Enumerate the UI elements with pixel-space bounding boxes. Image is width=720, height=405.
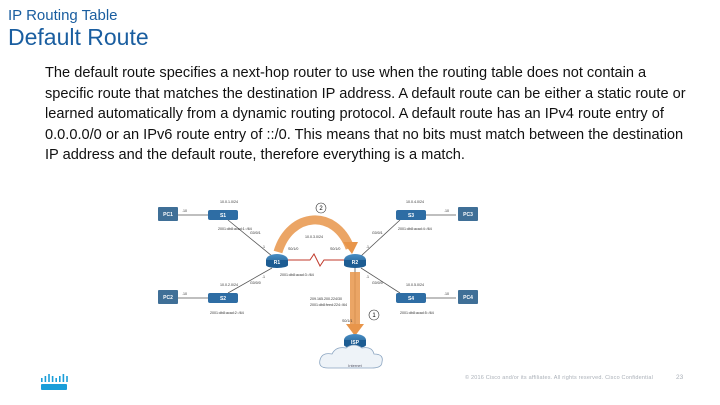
intf-label: S0/1/0	[288, 247, 298, 251]
v6-label: 2001:db8:acad:5::/64	[400, 311, 434, 315]
host-label: .1	[262, 245, 265, 249]
isp-net-label: 2001:db8:feed:224::/64	[310, 303, 347, 307]
cisco-logo-icon	[40, 373, 68, 391]
network-topology-diagram: PC1 PC2 PC3 PC4 S1 S2 S3 S4 R1 R2 ISP In…	[150, 190, 510, 380]
intf-label: S0/1/0	[330, 247, 340, 251]
callout-2: 2	[319, 206, 323, 212]
r2-label: R2	[352, 260, 359, 266]
r1-label: R1	[274, 260, 281, 266]
host-label: .1	[366, 275, 369, 279]
internet-cloud-icon	[319, 344, 383, 369]
v6-label: 2001:db8:acad:1::/64	[218, 227, 252, 231]
host-label: .10	[444, 209, 449, 213]
host-label: .10	[182, 209, 187, 213]
serial-link-r1-r2	[282, 253, 352, 267]
router-icon	[266, 254, 366, 348]
switch-icon	[208, 210, 426, 303]
intf-label: G0/0/1	[250, 231, 261, 235]
host-label: .10	[444, 292, 449, 296]
net-label: 10.0.1.0/24	[220, 200, 238, 204]
intf-label: G0/0/0	[372, 281, 383, 285]
page-number: 23	[676, 374, 684, 381]
isp-net-label: 209.165.200.224/30	[310, 297, 342, 301]
pc1-label: PC1	[163, 212, 173, 218]
s4-label: S4	[408, 296, 414, 302]
pc3-label: PC3	[463, 212, 473, 218]
v6-label: 2001:db8:acad:4::/64	[398, 227, 432, 231]
route-arrow-2	[273, 215, 355, 254]
v6-label: 2001:db8:acad:2::/64	[210, 311, 244, 315]
net-label: 10.0.4.0/24	[406, 200, 424, 204]
route-arrow-1	[350, 272, 360, 326]
v6-label: 2001:db8:acad:3::/64	[280, 273, 314, 277]
pc4-label: PC4	[463, 295, 473, 301]
slide-title: Default Route	[8, 24, 149, 50]
s3-label: S3	[408, 213, 414, 219]
s2-label: S2	[220, 296, 226, 302]
isp-label: ISP	[351, 340, 360, 346]
pc2-label: PC2	[163, 295, 173, 301]
callout-1: 1	[372, 313, 376, 319]
body-paragraph: The default route specifies a next-hop r…	[45, 65, 686, 164]
net-label: 10.0.2.0/24	[220, 283, 238, 287]
computer-icon	[158, 207, 478, 304]
host-label: .1	[366, 245, 369, 249]
intf-label: G0/0/1	[372, 231, 383, 235]
footer-copyright: © 2016 Cisco and/or its affiliates. All …	[465, 375, 654, 381]
s1-label: S1	[220, 213, 226, 219]
net-label: 10.0.3.0/24	[305, 235, 323, 239]
intf-label: G0/0/0	[250, 281, 261, 285]
host-label: .10	[182, 292, 187, 296]
internet-label: Internet	[348, 363, 362, 368]
host-label: .1	[262, 275, 265, 279]
net-label: 10.0.5.0/24	[406, 283, 424, 287]
intf-label: S0/1/1	[342, 319, 352, 323]
section-eyebrow: IP Routing Table	[8, 7, 118, 24]
